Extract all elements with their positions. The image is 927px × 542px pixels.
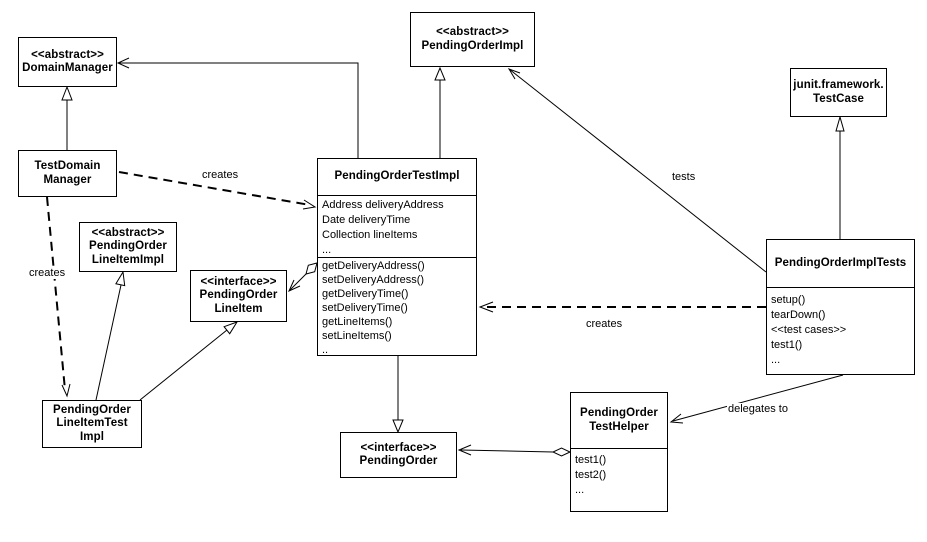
edge-testdomainmanager-extends-domainmanager	[61, 85, 73, 150]
member-line: setLineItems()	[322, 330, 392, 342]
edge-label-tests: tests	[671, 171, 697, 183]
member-line: getDeliveryTime()	[322, 288, 409, 300]
class-title: TestDomain Manager	[34, 160, 101, 186]
class-pending-order-line-item: <<interface>> PendingOrder LineItem	[190, 270, 287, 322]
edge-creates-left	[46, 196, 71, 398]
class-title: junit.framework. TestCase	[793, 79, 884, 105]
member-line: Collection lineItems	[322, 229, 418, 241]
class-title: <<abstract>> DomainManager	[22, 48, 113, 75]
class-title: PendingOrder TestHelper	[580, 407, 658, 433]
class-pending-order-test-impl: PendingOrderTestImpl Address deliveryAdd…	[317, 158, 477, 356]
edge-tests	[507, 68, 767, 273]
class-title: <<interface>> PendingOrder	[359, 441, 438, 468]
member-line: test2()	[575, 469, 607, 481]
class-title: PendingOrder LineItemTest Impl	[53, 403, 131, 443]
edge-impltests-extends-testcase	[835, 115, 845, 239]
class-pending-order-test-helper: PendingOrder TestHelper test1() test2()..…	[570, 392, 668, 512]
class-pending-order-interface: <<interface>> PendingOrder	[340, 432, 457, 478]
edge-lineitemtestimpl-extends-lineitemimpl	[95, 270, 126, 401]
member-line: setDeliveryAddress()	[322, 274, 425, 286]
class-methods: setup() tearDown() <<test cases>> test1()..…	[767, 288, 914, 374]
class-title: <<abstract>> PendingOrder LineItemImpl	[89, 226, 167, 266]
edge-delegates-to	[669, 374, 844, 424]
class-methods: test1() test2()...	[571, 449, 667, 511]
class-title: PendingOrderImplTests	[774, 256, 907, 269]
edge-lineitemtestimpl-realizes-lineitem	[139, 321, 239, 401]
member-line: Address deliveryAddress	[322, 199, 444, 211]
class-junit-testcase: junit.framework. TestCase	[790, 68, 887, 117]
class-pending-order-impl: <<abstract>> PendingOrderImpl	[410, 12, 535, 67]
class-domain-manager: <<abstract>> DomainManager	[18, 37, 117, 87]
edge-pendingordertestimpl-to-domainmanager	[116, 57, 359, 158]
class-title: <<abstract>> PendingOrderImpl	[421, 26, 524, 52]
member-line: ..	[322, 344, 329, 356]
edge-pendingordertestimpl-extends-pendingorderimpl	[434, 66, 446, 158]
member-line: test1()	[575, 454, 607, 466]
member-line: <<test cases>>	[771, 324, 847, 336]
member-line: getDeliveryAddress()	[322, 260, 425, 272]
member-line: test1()	[771, 339, 803, 351]
member-line: setup()	[771, 294, 806, 306]
class-pending-order-line-item-test-impl: PendingOrder LineItemTest Impl	[42, 400, 142, 448]
class-title-section: PendingOrder TestHelper	[571, 393, 667, 449]
edge-testimpl-aggregates-lineitem	[287, 262, 318, 293]
class-title: PendingOrderTestImpl	[334, 170, 460, 183]
member-line: ...	[322, 244, 332, 256]
class-pending-order-impl-tests: PendingOrderImplTests setup() tearDown() <…	[766, 239, 915, 375]
class-title-section: PendingOrderTestImpl	[318, 159, 476, 196]
member-line: ...	[575, 484, 585, 496]
class-pending-order-line-item-impl: <<abstract>> PendingOrder LineItemImpl	[79, 222, 177, 272]
member-line: Date deliveryTime	[322, 214, 411, 226]
member-line: tearDown()	[771, 309, 826, 321]
member-line: getLineItems()	[322, 316, 393, 328]
edge-label-creates-center: creates	[585, 318, 624, 330]
edge-label-creates-left: creates	[28, 267, 67, 279]
edge-label-creates-top: creates	[201, 169, 240, 181]
edge-creates-center	[478, 301, 766, 313]
class-test-domain-manager: TestDomain Manager	[18, 150, 117, 197]
class-title: <<interface>> PendingOrder LineItem	[199, 275, 278, 315]
edge-testhelper-aggregates-pendingorder	[457, 444, 572, 457]
edge-testimpl-realizes-pendingorder	[392, 356, 404, 434]
edge-creates-top	[118, 171, 317, 210]
class-methods: getDeliveryAddress() setDeliveryAddress()…	[318, 258, 476, 356]
member-line: setDeliveryTime()	[322, 302, 408, 314]
edge-label-delegates-to: delegates to	[727, 403, 789, 415]
member-line: ...	[771, 354, 781, 366]
class-title-section: PendingOrderImplTests	[767, 240, 914, 288]
